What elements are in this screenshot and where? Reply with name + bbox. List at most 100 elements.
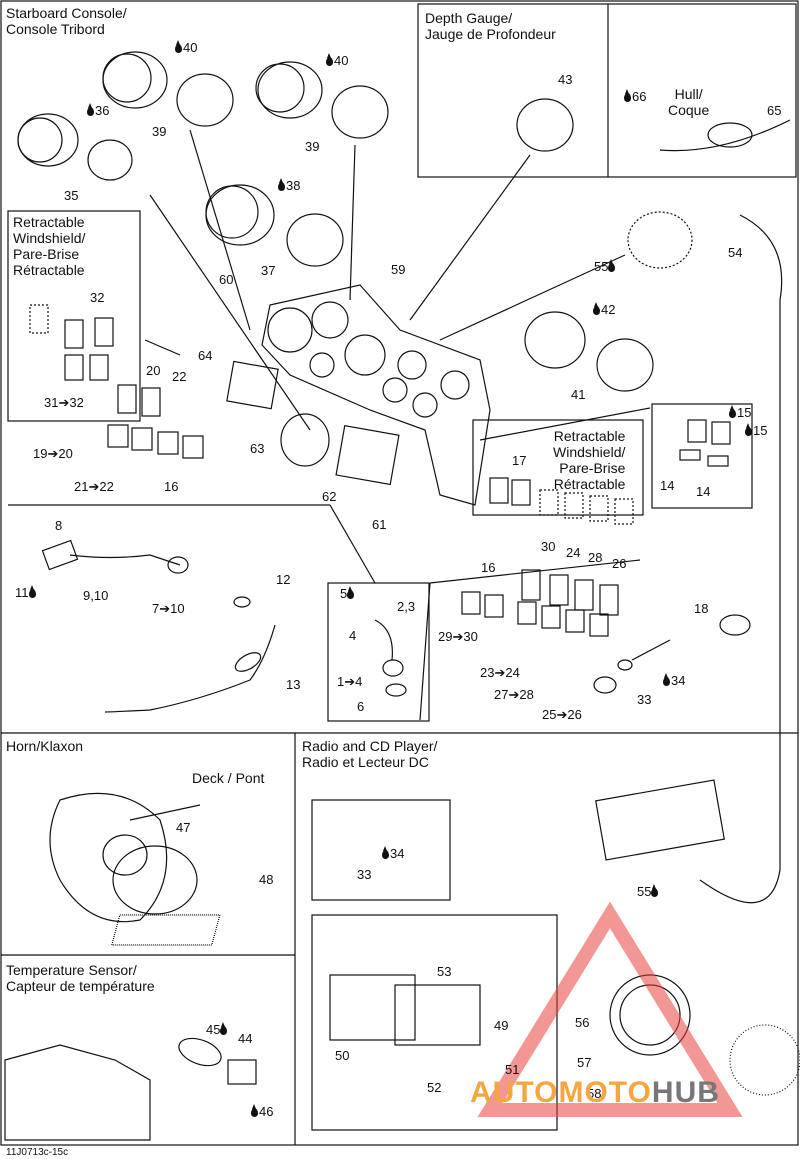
callout-4: 4 — [349, 628, 357, 643]
callout-45: 45 — [206, 1022, 228, 1037]
section-windshield-left: Retractable Windshield/ Pare-Brise Rétra… — [13, 214, 86, 278]
gauge-41 — [524, 311, 654, 392]
callout-14b: 14 — [696, 484, 711, 499]
oil-drop-icon — [175, 40, 182, 53]
section-horn: Horn/Klaxon — [6, 738, 84, 754]
callout-49: 49 — [494, 1018, 509, 1033]
callout-32: 32 — [90, 290, 105, 305]
oil-drop-icon — [745, 423, 752, 436]
radio-assembly-box — [311, 914, 558, 1131]
sensor-box — [327, 582, 430, 722]
callout-65: 65 — [767, 103, 782, 118]
transducer — [707, 122, 753, 148]
coiled-cord — [104, 624, 276, 713]
ring-12 — [233, 596, 251, 608]
callout-5: 5 — [340, 586, 355, 601]
callout-56: 56 — [575, 1015, 590, 1030]
oil-drop-icon — [28, 585, 36, 598]
callout-58: 58 — [587, 1086, 602, 1101]
callout-52: 52 — [427, 1080, 442, 1095]
callout-12: 12 — [276, 572, 291, 587]
callout-43: 43 — [558, 72, 573, 87]
callout-7-10: 7➔10 — [152, 601, 185, 616]
dashboard-panel — [261, 284, 491, 506]
callout-33a: 33 — [637, 692, 652, 707]
callout-18: 18 — [694, 601, 709, 616]
callout-36: 36 — [87, 103, 109, 118]
switch-box-right — [651, 403, 753, 509]
callout-34a: 34 — [663, 673, 685, 688]
callout-62: 62 — [322, 489, 337, 504]
callout-38: 38 — [278, 178, 300, 193]
callout-33b: 33 — [357, 867, 372, 882]
callout-59: 59 — [391, 262, 406, 277]
depth-gauge-box — [417, 3, 797, 178]
callout-51: 51 — [505, 1062, 520, 1077]
callout-9-10: 9,10 — [83, 588, 109, 603]
callout-50: 50 — [335, 1048, 350, 1063]
callout-39b: 39 — [305, 139, 320, 154]
callout-55b: 55 — [637, 884, 659, 899]
wire-54 — [699, 214, 783, 904]
windshield-box-left — [7, 210, 141, 422]
callout-42: 42 — [593, 302, 615, 317]
callout-40a: 40 — [175, 40, 197, 55]
callout-61: 61 — [372, 517, 387, 532]
watermark-moto: MOTO — [558, 1076, 652, 1109]
figure-code: 11J0713c-15c — [6, 1147, 69, 1158]
radio-unit — [595, 779, 725, 861]
callout-57: 57 — [577, 1055, 592, 1070]
watermark-triangle — [477, 901, 743, 1117]
section-windshield-right: Retractable Windshield/ Pare-Brise Rétra… — [553, 428, 626, 492]
callout-19-20: 19➔20 — [33, 446, 73, 461]
callout-40b: 40 — [326, 53, 348, 68]
callout-24: 24 — [566, 545, 581, 560]
clamp-18 — [719, 614, 751, 636]
depth-gauge — [516, 98, 574, 152]
callout-55a: 55 — [594, 259, 616, 274]
callout-34b: 34 — [382, 846, 404, 861]
callout-41: 41 — [571, 387, 586, 402]
label-deck: Deck / Pont — [192, 770, 265, 786]
oil-drop-icon — [347, 586, 355, 599]
radio-inset-box — [311, 799, 451, 901]
callout-22: 22 — [172, 369, 187, 384]
watermark-hub: HUB — [651, 1076, 720, 1109]
oil-drop-icon — [220, 1022, 228, 1035]
callout-23-24: 23➔24 — [480, 665, 520, 680]
callout-35: 35 — [64, 188, 79, 203]
oil-drop-icon — [593, 302, 600, 315]
knob — [280, 413, 330, 467]
oil-drop-icon — [608, 259, 616, 272]
gauge-37 — [205, 184, 344, 267]
callout-25-26: 25➔26 — [542, 707, 582, 722]
switch-panel-61 — [335, 424, 400, 486]
oil-drop-icon — [382, 846, 389, 859]
callout-46: 46 — [251, 1104, 273, 1119]
gauge-35 — [17, 113, 133, 181]
callout-30: 30 — [541, 539, 556, 554]
windshield-box-right — [472, 419, 644, 516]
sensor-cable — [69, 554, 181, 566]
engine-block — [4, 1044, 151, 1141]
callout-8: 8 — [55, 518, 63, 533]
oil-drop-icon — [251, 1104, 258, 1117]
callout-53: 53 — [437, 964, 452, 979]
callout-39a: 39 — [152, 124, 167, 139]
callout-37: 37 — [261, 263, 276, 278]
callout-21-22: 21➔22 — [74, 479, 114, 494]
callout-48: 48 — [259, 872, 274, 887]
callout-27-28: 27➔28 — [494, 687, 534, 702]
callout-15a: 15 — [729, 405, 751, 420]
watermark-text: AUTOMOTOHUB — [470, 1076, 720, 1110]
callout-20: 20 — [146, 363, 161, 378]
callout-60: 60 — [219, 272, 234, 287]
callout-1-4: 1➔4 — [337, 674, 363, 689]
section-starboard-console: Starboard Console/ Console Tribord — [6, 5, 127, 37]
callout-66: 66 — [624, 89, 646, 104]
oil-drop-icon — [651, 884, 659, 897]
oil-drop-icon — [326, 53, 333, 66]
label-hull: Hull/ Coque — [668, 86, 710, 118]
